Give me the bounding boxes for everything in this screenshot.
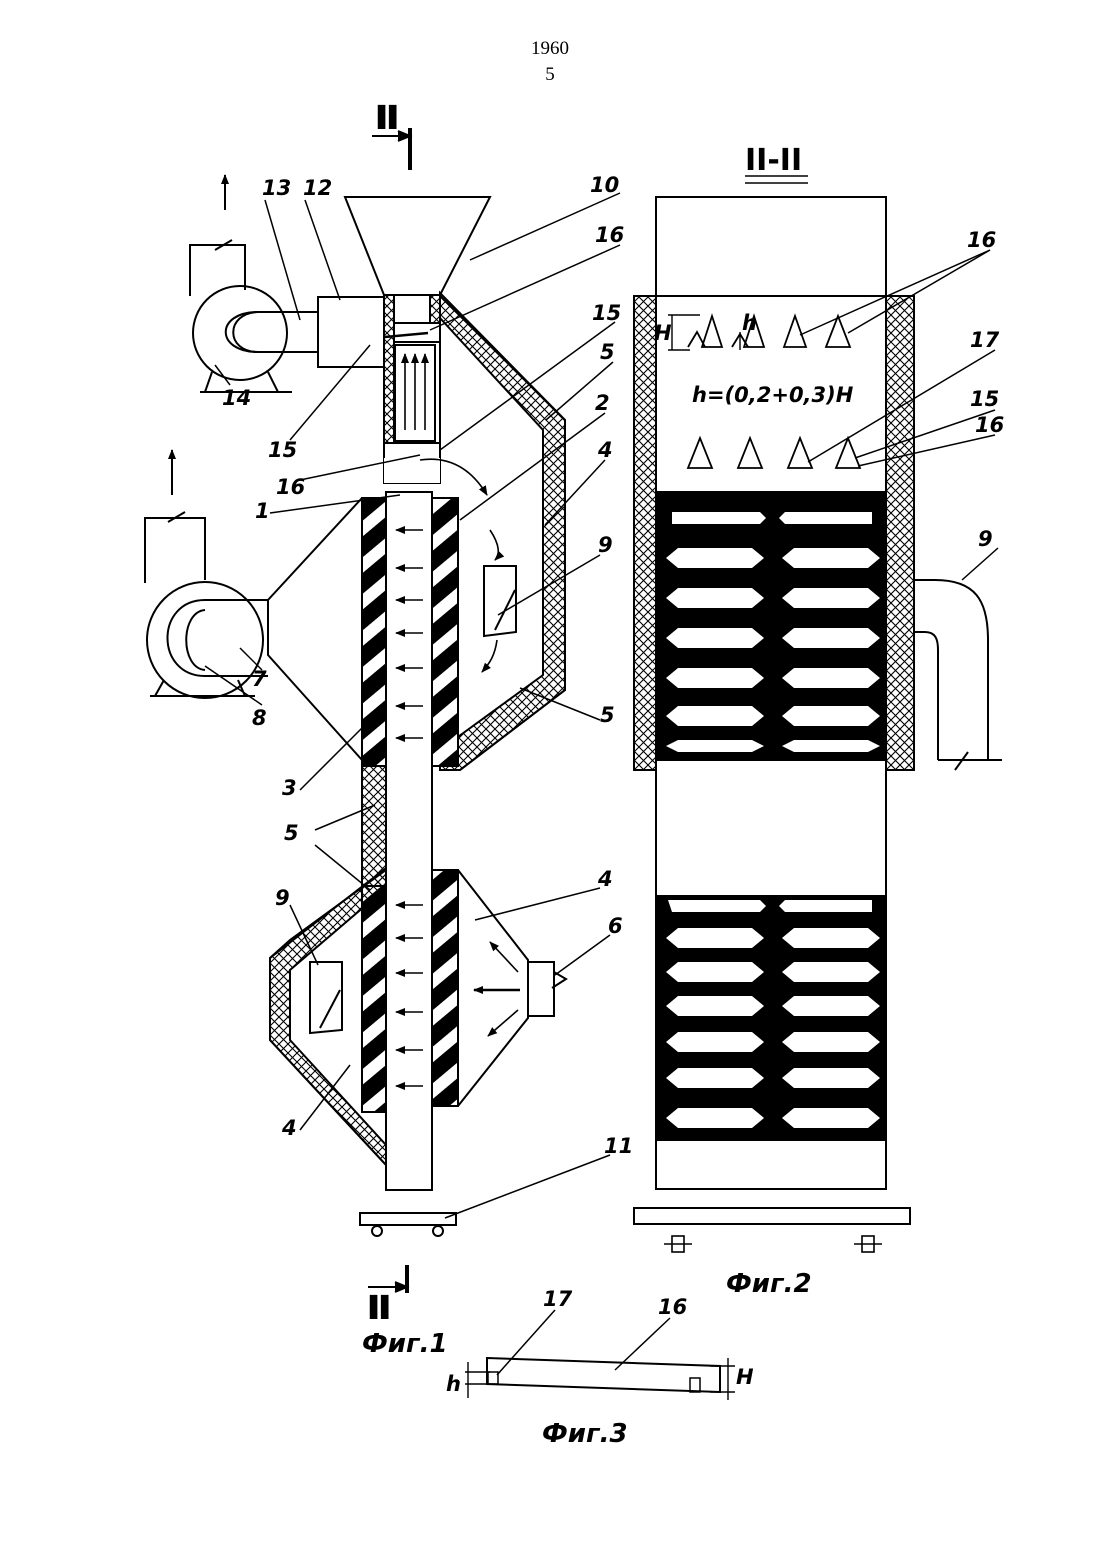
formula: h=(0,2+0,3)H: [692, 383, 854, 407]
lower-lining-right: [432, 870, 458, 1106]
fig2-label-9: 9: [978, 527, 993, 551]
label-3: 3: [282, 776, 297, 800]
section-marker-bottom-label: II: [368, 1291, 390, 1326]
section-marker-top: II: [372, 101, 410, 170]
fig3-label-16: 16: [658, 1295, 687, 1319]
trolley: [360, 1213, 456, 1236]
figure-2-labels: 16 17 15 16 9: [967, 228, 1004, 551]
fig3-dim-h: h: [446, 1372, 461, 1396]
exhaust-fan: [190, 175, 384, 392]
insulation-left: [634, 296, 656, 770]
base-plate: [634, 1208, 910, 1224]
figure-1: II: [145, 101, 633, 1359]
upper-lining-right: [432, 498, 458, 766]
label-13: 13: [262, 176, 291, 200]
figure-1-caption: Фиг.1: [362, 1329, 448, 1359]
upper-window: [484, 566, 516, 636]
label-15-left: 15: [268, 438, 297, 462]
section-marker-top-label: II: [376, 101, 398, 136]
fig3-dim-H: H: [736, 1365, 754, 1389]
duct-9: [914, 580, 1002, 770]
label-2: 2: [595, 391, 610, 415]
section-marker-bottom: II: [368, 1265, 407, 1326]
label-15-right: 15: [592, 301, 621, 325]
figure-2: II-II H h h=(0,2+0,3)H: [634, 143, 1004, 1299]
figure-2-caption: Фиг.2: [726, 1269, 812, 1299]
label-9-upper: 9: [598, 533, 613, 557]
label-11: 11: [604, 1134, 633, 1158]
inlet-nozzle: [528, 962, 554, 1016]
label-6: 6: [608, 914, 623, 938]
figure-3: 17 16 h H Фиг.3: [446, 1287, 754, 1449]
figure-3-labels: 17 16 h H: [446, 1287, 754, 1396]
blade-profile: [487, 1358, 720, 1392]
dim-H-fig2: H: [654, 321, 672, 345]
label-14: 14: [222, 386, 251, 410]
label-4-lower-left: 4: [281, 1116, 297, 1140]
label-10: 10: [590, 173, 619, 197]
label-4-lower-right: 4: [597, 867, 613, 891]
base-supports: [664, 1236, 882, 1252]
label-5-right: 5: [600, 703, 615, 727]
fig2-label-15: 15: [970, 387, 999, 411]
label-8: 8: [252, 706, 267, 730]
lower-window: [310, 962, 342, 1033]
lower-lining-left: [362, 886, 386, 1112]
fig2-label-16-lower: 16: [975, 413, 1004, 437]
upper-lining-left: [362, 498, 386, 766]
section-title: II-II: [745, 143, 802, 178]
insulation-right: [886, 296, 914, 770]
label-16-left: 16: [276, 475, 305, 499]
label-4-upper: 4: [597, 438, 613, 462]
hopper: [345, 197, 490, 295]
fig2-label-17: 17: [970, 328, 1000, 352]
inlet-arrows: [474, 942, 520, 1036]
label-5-left: 5: [284, 821, 299, 845]
fig3-label-17: 17: [543, 1287, 573, 1311]
label-12: 12: [303, 176, 332, 200]
label-5-upper: 5: [600, 340, 615, 364]
fig2-label-16-top: 16: [967, 228, 996, 252]
label-9-lower: 9: [275, 886, 290, 910]
label-1: 1: [255, 499, 270, 523]
label-16-top: 16: [595, 223, 624, 247]
figure-3-caption: Фиг.3: [542, 1419, 628, 1449]
label-7: 7: [252, 667, 267, 691]
